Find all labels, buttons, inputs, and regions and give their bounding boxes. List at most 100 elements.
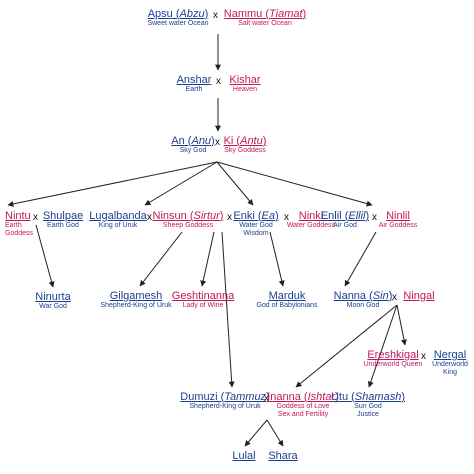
node-nanna-name: Nanna (Sin): [333, 290, 393, 302]
node-enki: Enki (Ea) Water God Wisdom: [233, 211, 278, 238]
node-lugalbanda-name: Lugalbanda: [89, 210, 147, 222]
node-nintu-sub2: Goddess: [5, 230, 34, 238]
node-geshtinanna-name: Geshtinanna: [171, 290, 235, 302]
node-enlil: Enlil (Ellil) Air God: [321, 211, 369, 230]
node-lulal: Lulal: [232, 451, 255, 462]
node-kishar-name: Kishar: [229, 74, 261, 86]
node-inanna-name: Inanna (Ishtar): [267, 391, 339, 403]
edge-dumuzi-inanna-to-shara: [266, 419, 284, 447]
node-nergal-sub2: King: [442, 369, 458, 377]
edge-enlil-ninlil-to-nanna: [344, 231, 377, 287]
edge-an-ki-to-lugalbanda: [144, 161, 218, 206]
node-shulpae: Shulpae Earth God: [43, 211, 83, 230]
node-utu-name: Utu (Shamash): [330, 391, 406, 403]
node-ninurta-sub: War God: [39, 303, 67, 310]
node-ningal: Ningal: [403, 291, 434, 302]
node-ninki-name: Ninki: [298, 210, 324, 222]
node-enlil-sub: Air God: [333, 222, 357, 229]
node-ereshkigal: Ereshkigal Underworld Queen: [364, 350, 423, 369]
node-anshar: Anshar Earth: [177, 75, 212, 94]
node-inanna: Inanna (Ishtar) Goddess of Love Sex and …: [267, 392, 339, 419]
node-shulpae-sub: Earth God: [47, 222, 79, 229]
node-gilgamesh-sub: Shepherd-King of Uruk: [100, 302, 172, 309]
node-ereshkigal-name: Ereshkigal: [367, 349, 419, 361]
edge-nanna-ningal-to-inanna: [295, 304, 398, 388]
edge-nanna-ningal-to-ereshkigal: [396, 304, 407, 346]
node-enki-name: Enki (Ea): [233, 210, 279, 222]
node-nintu: Nintu Earth Goddess: [5, 211, 33, 238]
node-dumuzi-name: Dumuzi (Tammuz): [180, 391, 270, 403]
node-dumuzi-sub: Shepherd-King of Uruk: [189, 403, 261, 410]
node-ninlil-sub: Air Goddess: [378, 222, 418, 229]
node-shulpae-name: Shulpae: [42, 210, 84, 222]
node-ki-name: Ki (Antu): [223, 135, 267, 147]
node-lugalbanda: Lugalbanda King of Uruk: [89, 211, 147, 230]
node-apsu-name: Apsu (Abzu): [147, 8, 209, 20]
node-ninki: Ninki Water Goddess: [287, 211, 335, 230]
node-shara: Shara: [268, 451, 297, 462]
node-utu-sub2: Justice: [357, 411, 379, 419]
node-inanna-sub2: Sex and Fertility: [277, 411, 329, 419]
node-ninki-sub: Water Goddess: [286, 222, 336, 229]
edge-enki-to-dumuzi: [221, 231, 235, 388]
union-sep-nintu-shulpae: x: [33, 212, 38, 223]
node-geshtinanna: Geshtinanna Lady of Wine: [172, 291, 234, 310]
union-sep-anshar-kishar: x: [216, 76, 221, 87]
node-ninurta-name: Ninurta: [35, 291, 71, 303]
node-ereshkigal-sub: Underworld Queen: [363, 361, 423, 368]
edge-ninsun-to-gilgamesh: [139, 231, 183, 287]
node-enki-sub1: Water God: [239, 222, 273, 229]
union-sep-ereshkigal-nergal: x: [421, 351, 426, 362]
node-ki: Ki (Antu) Sky Goddess: [224, 136, 267, 155]
node-gilgamesh-name: Gilgamesh: [109, 290, 163, 302]
node-nammu-sub: Salt water Ocean: [238, 20, 292, 27]
node-ningal-name: Ningal: [403, 290, 435, 302]
node-kishar-sub: Heaven: [232, 86, 258, 93]
node-enlil-name: Enlil (Ellil): [320, 210, 370, 222]
edge-an-ki-to-enki: [216, 161, 254, 206]
node-ninsun-name: Ninsun (Sirtur): [152, 210, 224, 222]
union-sep-enlil-ninlil: x: [372, 212, 377, 223]
edge-enki-ninki-to-marduk: [269, 231, 285, 287]
union-sep-lugalbanda-ninsun: x: [147, 212, 152, 223]
union-sep-nanna-ningal: x: [392, 292, 397, 303]
node-an-name: An (Anu): [171, 135, 215, 147]
node-ki-sub: Sky Goddess: [224, 147, 266, 154]
edge-an-ki-to-enlil: [216, 161, 373, 207]
union-sep-ninsun-enki: x: [227, 212, 232, 223]
node-lugalbanda-sub: King of Uruk: [98, 222, 138, 229]
edge-nanna-ningal-to-utu: [367, 304, 398, 388]
node-inanna-sub1: Goddess of Love: [276, 403, 330, 410]
node-kishar: Kishar Heaven: [229, 75, 260, 94]
node-anshar-sub: Earth: [185, 86, 203, 93]
node-marduk-sub: God of Babylonians: [256, 302, 318, 309]
union-sep-an-ki: x: [215, 137, 220, 148]
edge-an-ki-to-nintu: [7, 161, 218, 207]
node-utu-sub1: Sun God: [354, 403, 382, 410]
node-nergal: Nergal Underworld King: [432, 350, 468, 377]
node-apsu: Apsu (Abzu) Sweet water Ocean: [147, 9, 208, 28]
node-gilgamesh: Gilgamesh Shepherd-King of Uruk: [100, 291, 171, 310]
node-ninurta: Ninurta War God: [35, 292, 70, 311]
node-lulal-name: Lulal: [232, 450, 256, 462]
edge-nintu-shulpae-to-ninurta: [35, 224, 55, 288]
node-anshar-name: Anshar: [176, 74, 212, 86]
node-ninlil: Ninlil Air Goddess: [379, 211, 418, 230]
node-nintu-name: Nintu: [5, 210, 31, 222]
node-nanna: Nanna (Sin) Moon God: [334, 291, 393, 310]
node-utu: Utu (Shamash) Sun God Justice: [331, 392, 405, 419]
node-ninsun-sub: Sheep Goddess: [162, 222, 214, 229]
node-marduk-name: Marduk: [268, 290, 306, 302]
node-nergal-sub1: Underworld: [432, 361, 468, 368]
node-enki-sub2: Wisdom: [243, 230, 269, 238]
union-sep-dumuzi-inanna: x: [264, 393, 269, 404]
node-ninsun: Ninsun (Sirtur) Sheep Goddess: [153, 211, 224, 230]
node-shara-name: Shara: [268, 450, 298, 462]
node-nanna-sub: Moon God: [346, 302, 380, 309]
edge-enki-to-geshtinanna: [200, 231, 215, 287]
node-ninlil-name: Ninlil: [386, 210, 410, 222]
union-sep-apsu-nammu: x: [213, 10, 218, 21]
node-nammu-name: Nammu (Tiamat): [223, 8, 307, 20]
